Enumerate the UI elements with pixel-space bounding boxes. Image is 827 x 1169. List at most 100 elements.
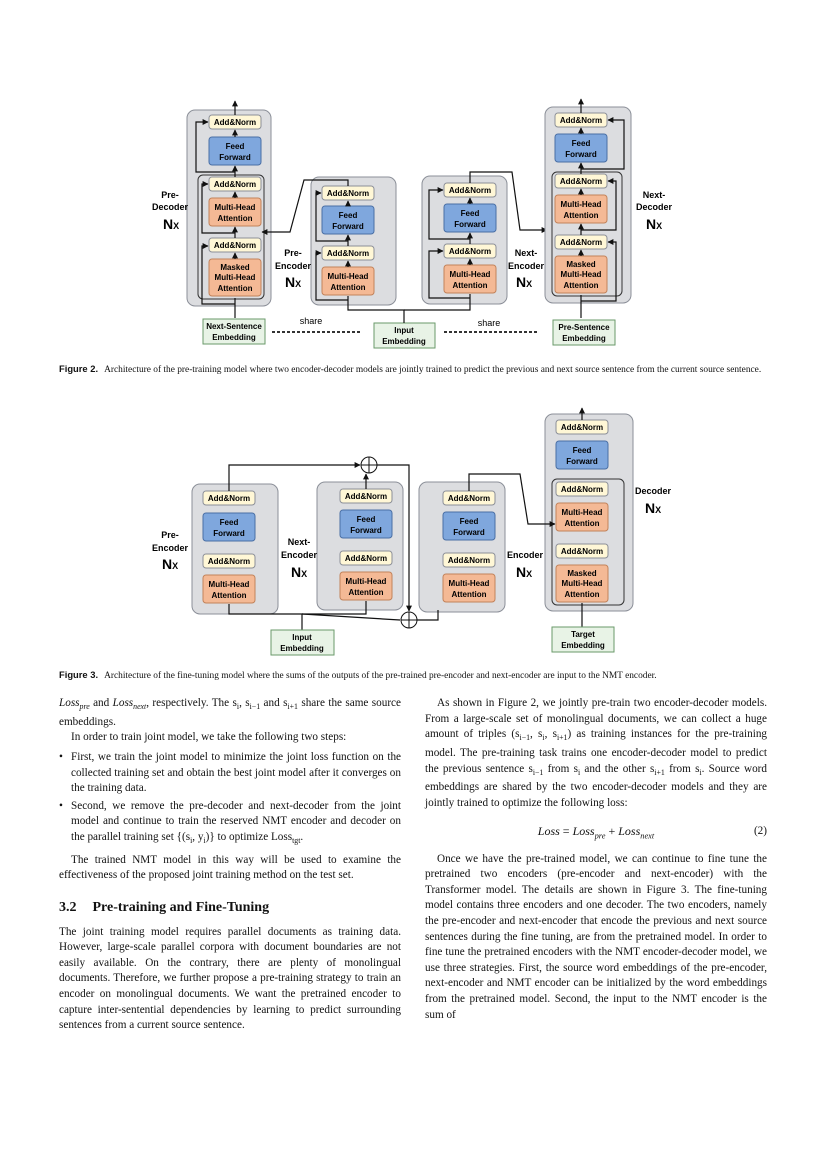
- share-label: share: [300, 316, 323, 326]
- feed-label: Feed: [573, 446, 592, 455]
- add-norm-label: Add&Norm: [561, 485, 603, 494]
- add-norm-label: Add&Norm: [561, 547, 603, 556]
- feed-forward-block: [442, 511, 496, 541]
- masked-label: Masked: [567, 569, 596, 578]
- input-to-encoders: [347, 294, 471, 323]
- next-encoder-label: Encoder: [508, 261, 545, 271]
- caption-text: Architecture of the fine-tuning model wh…: [104, 671, 657, 681]
- next-sentence-embedding: [202, 318, 266, 345]
- add-norm-label: Add&Norm: [449, 186, 491, 195]
- nx-label: NX: [285, 274, 301, 290]
- pre-sentence-embedding: [552, 319, 616, 346]
- pre-encoder-label: Pre-: [284, 248, 302, 258]
- add-norm-label: Add&Norm: [345, 554, 387, 563]
- nx-label: NX: [291, 564, 307, 580]
- attention-label: Attention: [348, 588, 383, 597]
- caption-label: Figure 3.: [59, 669, 99, 680]
- figure-3-arrows: [228, 407, 585, 630]
- multi-head-attention-block: [202, 574, 256, 604]
- feed-label: Feed: [357, 515, 376, 524]
- embedding-label: Next-Sentence: [206, 322, 262, 331]
- feed-label: Feed: [220, 518, 239, 527]
- nx-label: NX: [645, 500, 661, 516]
- embedding-label: Embedding: [561, 641, 605, 650]
- add-norm-block: [339, 550, 393, 566]
- next-encoder-label: Next-: [288, 537, 311, 547]
- next-decoder-inner: [551, 171, 623, 297]
- feed-forward-block: [339, 509, 393, 539]
- figure-2-diagram: Add&Norm Feed Forward Add&Norm Multi-Hea…: [152, 98, 673, 349]
- encoder-label: Encoder: [507, 550, 544, 560]
- feed-forward-block: [202, 512, 256, 542]
- decoder-inner: [551, 478, 625, 606]
- forward-label: Forward: [350, 526, 382, 535]
- add-norm-block: [555, 543, 609, 559]
- pre-encoder-label: Pre-: [161, 530, 179, 540]
- caption-text: Architecture of the pre-training model w…: [104, 365, 762, 375]
- attention-label: Attention: [564, 590, 599, 599]
- caption-label: Figure 2.: [59, 363, 99, 374]
- attention-label: Attention: [563, 281, 598, 290]
- add-norm-label: Add&Norm: [561, 423, 603, 432]
- multi-head-label: Multi-Head: [215, 273, 256, 282]
- feed-label: Feed: [460, 517, 479, 526]
- attention-label: Attention: [217, 284, 252, 293]
- attention-label: Attention: [563, 211, 598, 220]
- masked-label: Masked: [566, 260, 595, 269]
- next-encoder-arrows: [428, 171, 548, 299]
- input-embedding: [270, 629, 335, 656]
- pre-decoder-label: Pre-: [161, 190, 179, 200]
- multi-head-label: Multi-Head: [328, 272, 369, 281]
- target-embedding: [551, 626, 615, 653]
- paragraph: Once we have the pre-trained model, we c…: [425, 852, 767, 1021]
- forward-label: Forward: [454, 220, 486, 229]
- input-embedding: [373, 322, 436, 349]
- figure-2-caption: Figure 2. Architecture of the pre-trainin…: [59, 362, 767, 377]
- multi-head-label: Multi-Head: [346, 577, 387, 586]
- embedding-label: Input: [292, 633, 312, 642]
- add-norm-label: Add&Norm: [214, 241, 256, 250]
- nx-label: NX: [162, 556, 178, 572]
- pre-encoder-arrows: [261, 179, 351, 301]
- nx-label: NX: [163, 216, 179, 232]
- paragraph: The joint training model requires parall…: [59, 925, 401, 1032]
- embedding-label: Embedding: [280, 644, 324, 653]
- list-item: Second, we remove the pre-decoder and ne…: [59, 799, 401, 849]
- feed-label: Feed: [572, 139, 591, 148]
- decoder-label: Decoder: [635, 486, 672, 496]
- next-decoder-arrows: [578, 98, 625, 318]
- multi-head-attention-block: [555, 502, 609, 532]
- nx-label: NX: [516, 564, 532, 580]
- paragraph: The trained NMT model in this way will b…: [59, 853, 401, 882]
- multi-head-label: Multi-Head: [562, 579, 603, 588]
- add-norm-label: Add&Norm: [448, 556, 490, 565]
- masked-attention-block: [555, 564, 609, 603]
- add-norm-label: Add&Norm: [327, 249, 369, 258]
- nx-label: NX: [516, 274, 532, 290]
- add-norm-label: Add&Norm: [345, 492, 387, 501]
- embedding-label: Embedding: [212, 333, 256, 342]
- forward-label: Forward: [565, 150, 597, 159]
- add-norm-label: Add&Norm: [560, 116, 602, 125]
- pre-decoder-inner: [197, 174, 265, 300]
- multi-head-label: Multi-Head: [450, 270, 491, 279]
- add-norm-label: Add&Norm: [214, 118, 256, 127]
- pre-decoder-arrows: [195, 100, 238, 318]
- figure-3-diagram: Add&Norm Feed Forward Add&Norm Multi-Hea…: [152, 407, 672, 656]
- paragraph: Losspre and Lossnext, respectively. The …: [59, 697, 401, 728]
- attention-label: Attention: [452, 281, 487, 290]
- multi-head-attention-block: [442, 573, 496, 603]
- attention-label: Attention: [211, 591, 246, 600]
- add-norm-label: Add&Norm: [560, 238, 602, 247]
- multi-head-label: Multi-Head: [215, 203, 256, 212]
- right-column: As shown in Figure 2, we jointly pre-tra…: [425, 696, 767, 1023]
- list-item: First, we train the joint model to minim…: [59, 750, 401, 797]
- feed-forward-block: [555, 440, 609, 470]
- attention-label: Attention: [564, 519, 599, 528]
- next-encoder-label: Encoder: [281, 550, 318, 560]
- multi-head-label: Multi-Head: [449, 579, 490, 588]
- figure-3-caption: Figure 3. Architecture of the fine-tuning…: [59, 668, 767, 683]
- add-norm-label: Add&Norm: [449, 247, 491, 256]
- embedding-label: Pre-Sentence: [558, 323, 610, 332]
